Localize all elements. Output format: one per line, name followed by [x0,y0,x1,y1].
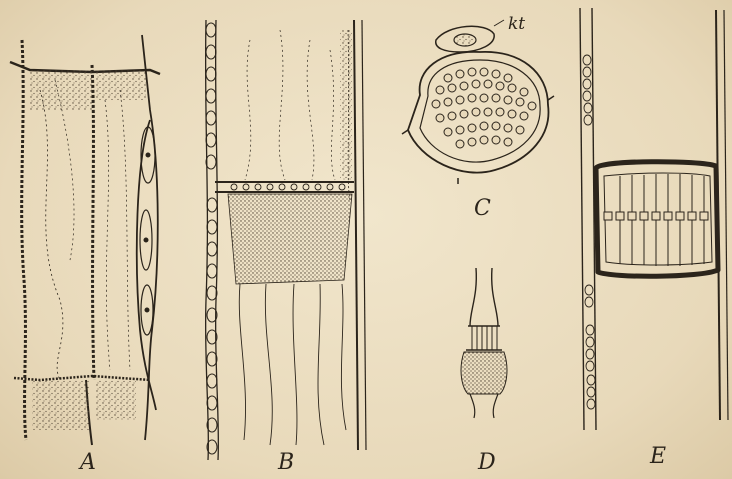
panel-d-small-element [461,268,507,418]
label-c: C [474,198,491,220]
label-kt: kt [508,16,525,33]
label-e: E [650,446,666,468]
label-b: B [278,452,294,474]
panel-c-cross-section [402,20,554,184]
panel-e-plate-side-view [580,8,728,430]
panel-b-sieve-plate [206,20,366,460]
label-d: D [478,452,496,474]
panel-a-sieve-tubes [10,35,160,445]
label-a: A [80,452,96,474]
